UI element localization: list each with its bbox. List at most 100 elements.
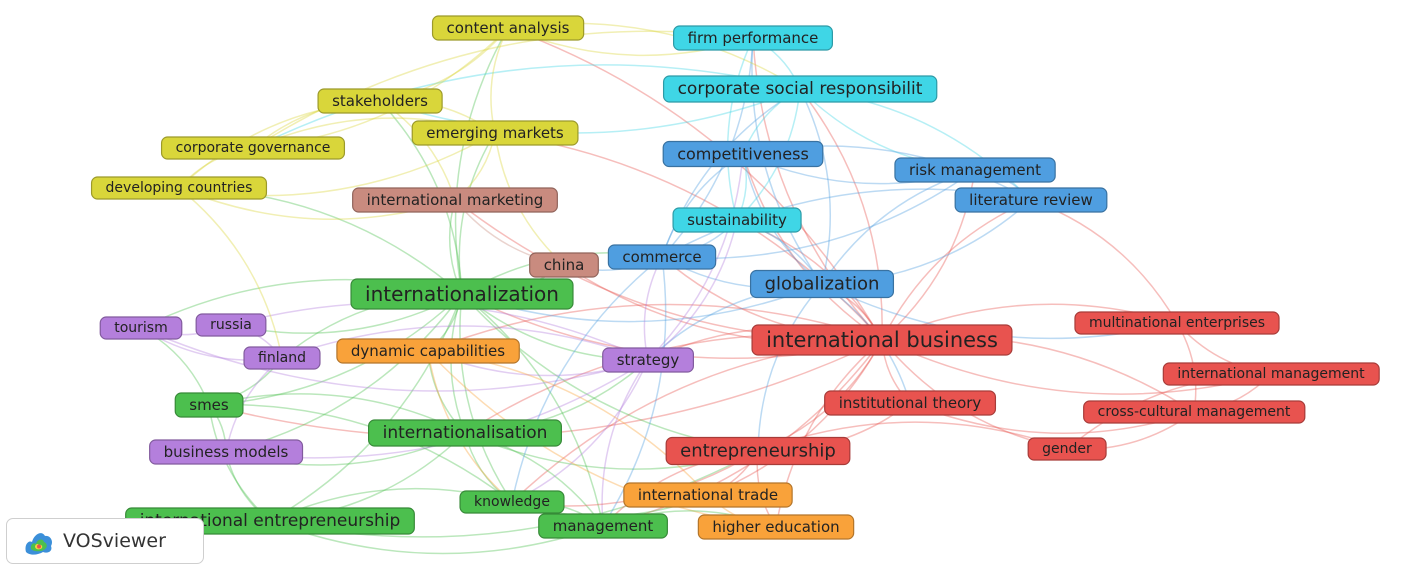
link-internationalization-internationalisation [450,293,466,434]
node-label-literature-review: literature review [969,191,1093,209]
link-internationalization-content-analysis [454,27,509,295]
link-strategy-finland [281,325,649,361]
node-label-risk-management: risk management [909,161,1041,179]
node-management[interactable]: management [538,513,668,539]
link-international-business-dynamic-capabilities [427,303,883,352]
node-box-globalization [749,269,895,299]
node-international-business[interactable]: international business [751,324,1013,356]
node-label-management: management [553,517,654,535]
node-competitiveness[interactable]: competitiveness [662,140,824,168]
node-csr[interactable]: corporate social responsibilit [662,75,938,103]
link-strategy-management [601,359,649,527]
link-strategy-knowledge [511,359,649,503]
node-gender[interactable]: gender [1027,437,1107,461]
node-label-globalization: globalization [765,274,880,295]
node-label-internationalization: internationalization [365,282,559,306]
vosviewer-brand: VOSviewer [63,530,166,552]
node-russia[interactable]: russia [195,313,267,337]
link-csr-corporate-governance [252,64,801,149]
node-stakeholders[interactable]: stakeholders [317,88,443,114]
node-box-higher-education [697,514,855,540]
node-box-international-business [751,324,1013,356]
node-box-csr [662,75,938,103]
node-tourism[interactable]: tourism [99,316,183,340]
node-corporate-governance[interactable]: corporate governance [160,136,346,160]
link-globalization-csr [799,88,832,285]
node-box-international-marketing [352,187,558,213]
node-box-entrepreneurship [665,436,851,466]
vosviewer-logo[interactable]: VOSviewer [6,518,204,564]
node-commerce[interactable]: commerce [607,244,717,270]
node-box-russia [195,313,267,337]
node-internationalization[interactable]: internationalization [350,278,574,310]
node-entrepreneurship[interactable]: entrepreneurship [665,436,851,466]
link-internationalization-management [461,293,604,527]
node-internationalisation[interactable]: internationalisation [368,419,562,447]
node-label-content-analysis: content analysis [447,19,570,37]
node-dynamic-capabilities[interactable]: dynamic capabilities [336,338,520,364]
node-box-literature-review [954,187,1108,213]
node-label-russia: russia [210,317,252,333]
node-institutional-theory[interactable]: institutional theory [824,390,997,416]
node-box-china [529,252,599,278]
link-international-business-csr [799,88,883,341]
node-box-commerce [607,244,717,270]
node-content-analysis[interactable]: content analysis [431,15,585,41]
node-box-internationalization [350,278,574,310]
link-layer [140,22,1272,555]
node-box-risk-management [894,157,1056,183]
node-box-internationalisation [368,419,562,447]
node-firm-performance[interactable]: firm performance [673,25,833,51]
node-label-international-management: international management [1177,366,1365,382]
node-business-models[interactable]: business models [149,439,304,465]
node-label-sustainability: sustainability [687,211,787,229]
node-box-developing-countries [90,176,268,200]
node-label-csr: corporate social responsibilit [678,79,923,99]
node-box-stakeholders [317,88,443,114]
node-label-gender: gender [1042,441,1092,457]
node-risk-management[interactable]: risk management [894,157,1056,183]
node-finland[interactable]: finland [243,346,321,370]
link-internationalization-emerging-markets [458,132,496,295]
node-cross-cultural-management[interactable]: cross-cultural management [1083,400,1306,424]
node-label-corporate-governance: corporate governance [176,140,331,156]
link-commerce-management [602,256,667,527]
node-globalization[interactable]: globalization [749,269,895,299]
node-box-finland [243,346,321,370]
node-international-marketing[interactable]: international marketing [352,187,558,213]
node-label-knowledge: knowledge [474,494,550,510]
node-emerging-markets[interactable]: emerging markets [411,120,579,146]
node-label-china: china [544,256,585,274]
node-sustainability[interactable]: sustainability [672,207,802,233]
node-literature-review[interactable]: literature review [954,187,1108,213]
link-csr-stakeholders [379,88,801,134]
node-international-trade[interactable]: international trade [623,482,793,508]
node-china[interactable]: china [529,252,599,278]
node-multinational-enterprises[interactable]: multinational enterprises [1074,311,1280,335]
node-higher-education[interactable]: higher education [697,514,855,540]
node-label-finland: finland [258,350,306,366]
node-label-international-marketing: international marketing [367,191,544,209]
node-box-institutional-theory [824,390,997,416]
link-internationalization-knowledge [459,293,513,503]
node-box-dynamic-capabilities [336,338,520,364]
node-developing-countries[interactable]: developing countries [90,176,268,200]
node-label-stakeholders: stakeholders [332,92,428,110]
link-commerce-knowledge [511,256,663,503]
link-international-business-international-trade [707,339,883,496]
node-strategy[interactable]: strategy [602,347,694,373]
node-box-gender [1027,437,1107,461]
node-smes[interactable]: smes [174,392,244,418]
node-box-knowledge [459,490,565,514]
node-international-management[interactable]: international management [1162,362,1380,386]
node-knowledge[interactable]: knowledge [459,490,565,514]
node-label-developing-countries: developing countries [106,180,253,196]
node-label-international-business: international business [766,328,998,352]
node-label-internationalisation: internationalisation [383,423,548,443]
node-box-multinational-enterprises [1074,311,1280,335]
node-box-smes [174,392,244,418]
node-box-international-management [1162,362,1380,386]
node-label-dynamic-capabilities: dynamic capabilities [351,342,505,360]
node-label-cross-cultural-management: cross-cultural management [1098,404,1291,420]
